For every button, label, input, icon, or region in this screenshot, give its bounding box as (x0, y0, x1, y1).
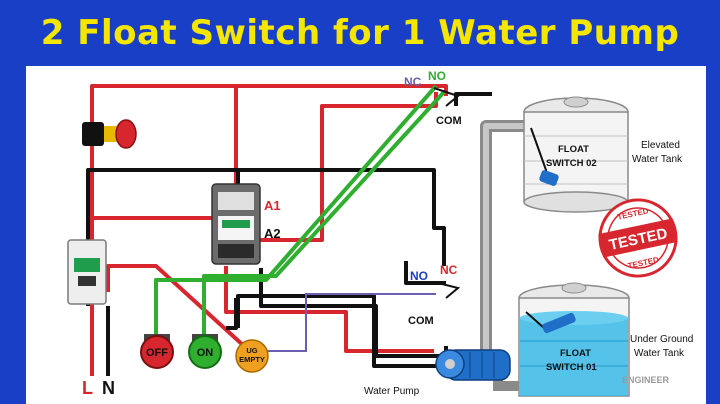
contactor (211, 183, 261, 265)
elevated-water-tank (523, 96, 629, 213)
underground-tank-label: Under Ground (630, 334, 693, 345)
bottom-nc-label: NC (440, 263, 458, 277)
diagram-panel: FLOAT SWITCH 02 Elevated Water Tank TEST… (26, 66, 706, 404)
off-button-label: OFF (146, 347, 168, 359)
water-pipe (456, 120, 526, 391)
underground-water-tank (518, 282, 630, 397)
signal-wire (262, 293, 436, 352)
emergency-stop-button[interactable] (82, 119, 137, 149)
float-switch-02-label-2: SWITCH 02 (546, 158, 597, 169)
float-switch-01-label: FLOAT (560, 348, 591, 359)
float-switch-01: FLOAT SWITCH 01 (525, 311, 597, 373)
a1-terminal-label: A1 (264, 198, 281, 213)
float-switch-02: FLOAT SWITCH 02 (530, 127, 597, 186)
on-button-label: ON (197, 347, 214, 359)
underground-tank-label-2: Water Tank (634, 348, 685, 359)
water-pump-label: Water Pump (364, 386, 420, 397)
wiring-diagram: FLOAT SWITCH 02 Elevated Water Tank TEST… (67, 69, 693, 398)
top-com-label: COM (436, 115, 462, 127)
watermark: ENGINEER (622, 375, 670, 385)
ug-indicator-label-2: EMPTY (239, 355, 265, 364)
title-bar: 2 Float Switch for 1 Water Pump (0, 0, 720, 66)
ug-empty-indicator: UG EMPTY (235, 339, 269, 373)
tested-stamp: TESTED TESTED TESTED (598, 198, 678, 278)
neutral-terminal-label: N (102, 378, 115, 398)
off-button[interactable]: OFF (140, 334, 174, 369)
float-switch-01-label-2: SWITCH 01 (546, 362, 597, 373)
on-button[interactable]: ON (188, 334, 222, 369)
circuit-breaker[interactable] (67, 239, 107, 305)
elevated-tank-label-2: Water Tank (632, 154, 683, 165)
top-no-label: NO (428, 69, 446, 83)
float-switch-02-label: FLOAT (558, 144, 589, 155)
a2-terminal-label: A2 (264, 226, 281, 241)
top-nc-label: NC (404, 75, 422, 89)
bottom-float-contacts: NO NC COM (408, 263, 461, 327)
ug-indicator-label: UG (246, 346, 257, 355)
bottom-com-label: COM (408, 315, 434, 327)
page-title: 2 Float Switch for 1 Water Pump (40, 13, 680, 53)
water-pump (435, 349, 511, 381)
control-wires (154, 84, 446, 336)
live-terminal-label: L (82, 378, 93, 398)
top-float-contacts: NC NO COM (404, 69, 462, 127)
elevated-tank-label: Elevated (641, 140, 680, 151)
bottom-no-label: NO (410, 269, 428, 283)
neutral-wires (86, 92, 492, 376)
